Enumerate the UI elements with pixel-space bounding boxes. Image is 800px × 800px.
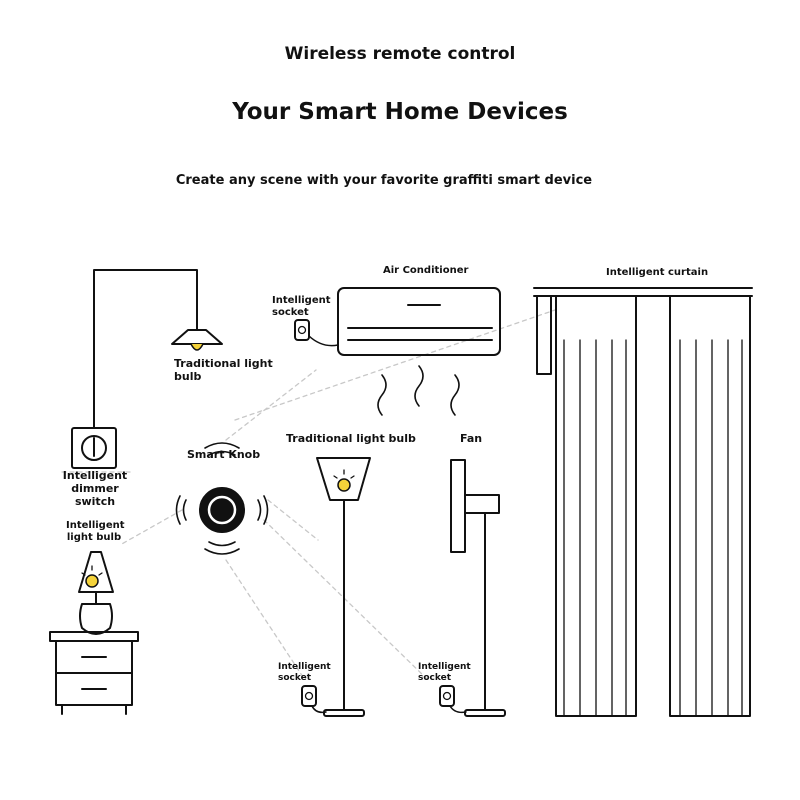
fan-socket-label: Intelligent socket [418,662,471,684]
pendant-bulb-label-line1: Traditional light [174,357,273,370]
nightstand [49,631,139,715]
lamp-bulb-label-line2: light bulb [66,532,122,543]
table-lamp [78,551,114,635]
ac-socket [294,319,339,347]
pendant-bulb-label-line2: bulb [174,370,202,383]
intelligent-curtain [533,287,753,717]
fan-label: Fan [460,432,483,445]
header-subtitle: Wireless remote control [284,44,516,64]
fan-socket-label-line1: Intelligent [418,662,471,672]
dimmer-switch-icon [71,427,117,469]
air-conditioner-label: Air Conditioner [383,265,469,276]
air-conditioner [337,287,501,416]
pendant-bulb-label: Traditional light bulb [174,357,273,383]
floor-lamp-socket-label-line1: Intelligent [278,662,331,672]
ac-socket-label-line2: socket [272,307,309,318]
page-tagline: Create any scene with your favorite graf… [175,173,593,188]
dimmer-switch-label: Intelligent dimmer switch [52,469,138,508]
standing-fan [450,459,506,717]
ac-socket-label: Intelligent socket [272,295,331,319]
signal-lines [59,309,556,681]
intelligent-curtain-label: Intelligent curtain [606,267,709,278]
ac-socket-label-line1: Intelligent [272,295,331,306]
dimmer-switch-label-line1: Intelligent [62,469,128,482]
pendant-lamp [93,269,223,429]
floor-lamp-socket-label: Intelligent socket [278,662,331,684]
lamp-bulb-label-line1: Intelligent [66,520,125,531]
smart-knob-label: Smart Knob [187,448,261,461]
fan-socket-label-line2: socket [418,673,452,683]
smart-knob [175,442,269,555]
dimmer-switch-label-line2: dimmer switch [71,482,119,508]
page-title: Your Smart Home Devices [232,99,568,125]
floor-lamp-socket-label-line2: socket [278,673,312,683]
floor-lamp-socket [301,685,327,714]
fan-socket [439,685,467,714]
lamp-bulb-label: Intelligent light bulb [66,520,125,544]
floor-lamp-bulb-label: Traditional light bulb [286,432,416,445]
